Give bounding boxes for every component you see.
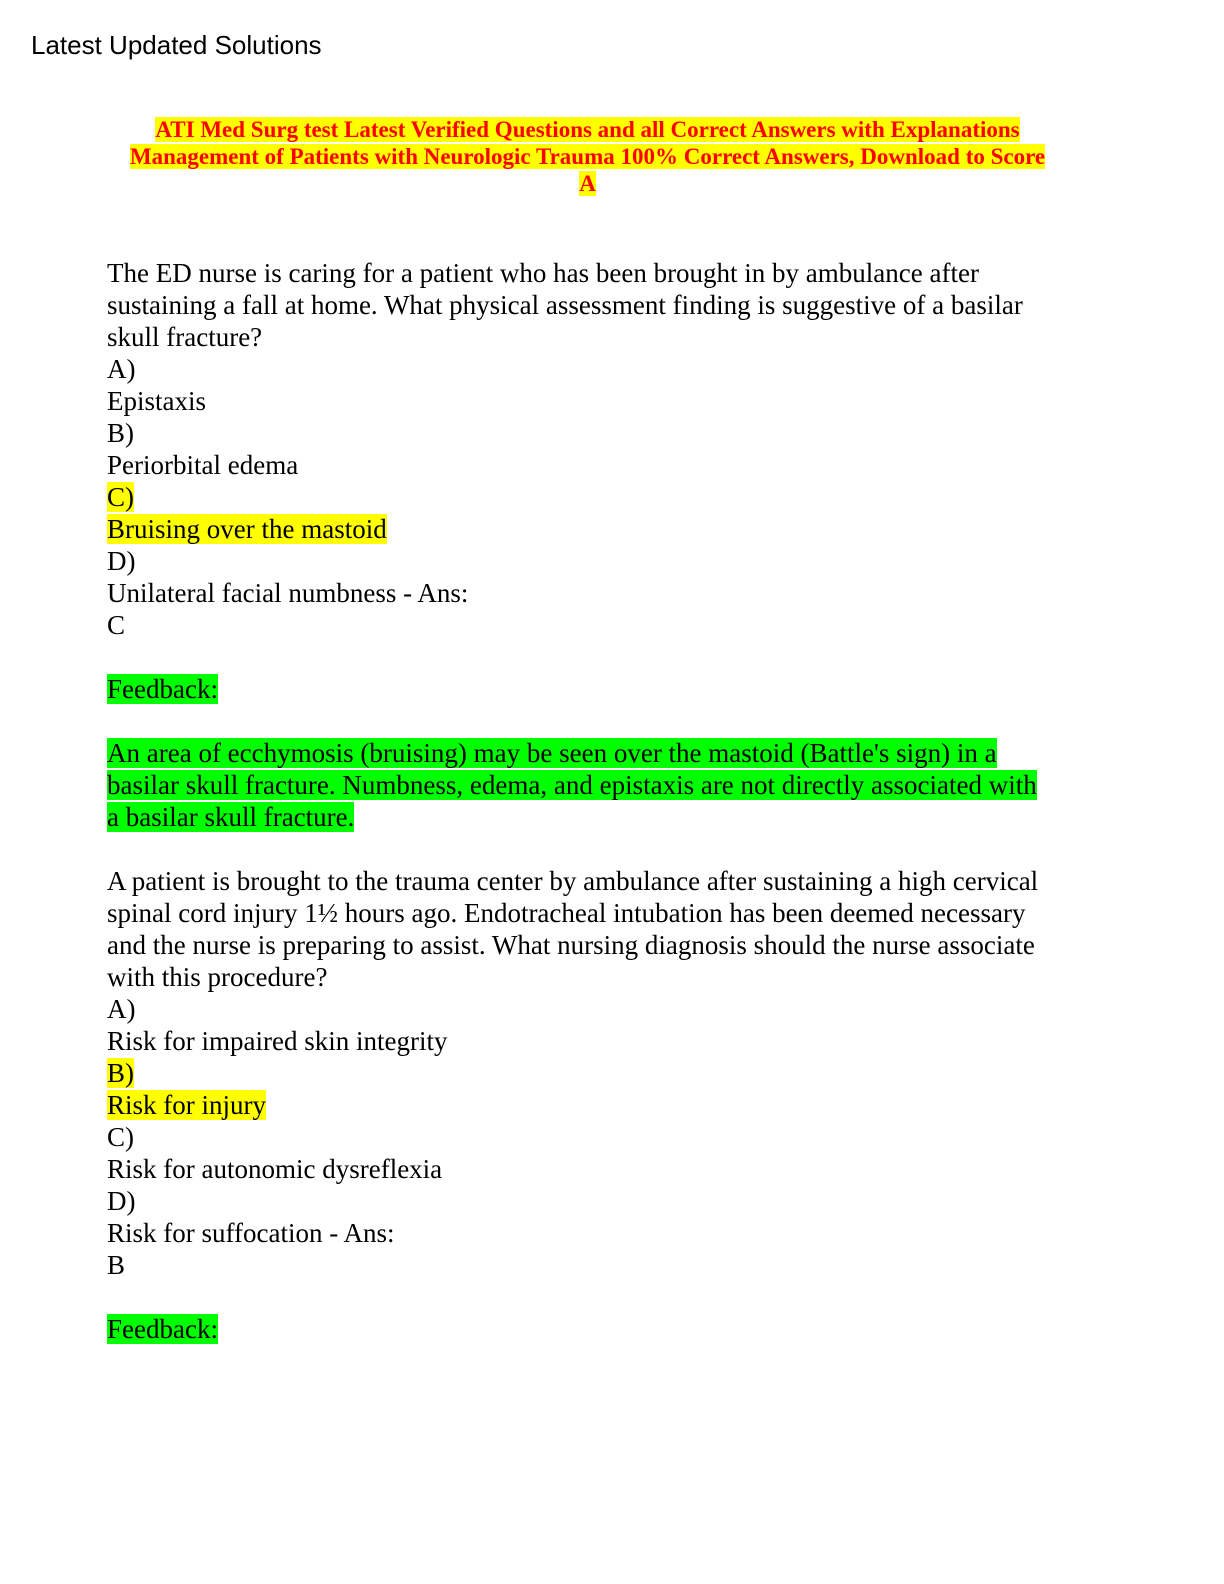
question-2: A patient is brought to the trauma cente… [107,865,1087,1345]
feedback-text-line: basilar skull fracture. Numbness, edema,… [107,770,1037,800]
title-line-2: Management of Patients with Neurologic T… [129,144,1046,169]
option-c-letter-correct: C) [107,482,134,512]
option-c-text: Risk for autonomic dysreflexia [107,1154,443,1184]
option-d-text: Unilateral facial numbness - Ans: [107,578,469,608]
option-a-letter: A) [107,994,136,1024]
question-2-stem-line: A patient is brought to the trauma cente… [107,866,1039,896]
feedback-label: Feedback: [107,1314,218,1344]
document-body: The ED nurse is caring for a patient who… [107,257,1087,1345]
option-a-text: Epistaxis [107,386,206,416]
option-d-letter: D) [107,546,136,576]
feedback-text-line: a basilar skull fracture. [107,802,355,832]
title-line-1: ATI Med Surg test Latest Verified Questi… [155,117,1020,142]
feedback-label: Feedback: [107,674,218,704]
question-2-stem-line: with this procedure? [107,962,328,992]
feedback-text-line: An area of ecchymosis (bruising) may be … [107,738,997,768]
answer-value: C [107,610,126,640]
page-header: Latest Updated Solutions [31,30,322,60]
option-b-text: Periorbital edema [107,450,299,480]
question-2-stem-line: spinal cord injury 1½ hours ago. Endotra… [107,898,1026,928]
question-1-stem-line: The ED nurse is caring for a patient who… [107,258,979,288]
answer-value: B [107,1250,126,1280]
option-c-text-correct: Bruising over the mastoid [107,514,387,544]
option-d-text: Risk for suffocation - Ans: [107,1218,395,1248]
question-1: The ED nurse is caring for a patient who… [107,257,1087,833]
question-1-stem-line: skull fracture? [107,322,263,352]
option-b-letter-correct: B) [107,1058,134,1088]
option-a-text: Risk for impaired skin integrity [107,1026,448,1056]
option-b-letter: B) [107,418,134,448]
question-1-stem-line: sustaining a fall at home. What physical… [107,290,1023,320]
option-b-text-correct: Risk for injury [107,1090,266,1120]
option-a-letter: A) [107,354,136,384]
document-title: ATI Med Surg test Latest Verified Questi… [100,116,1075,197]
option-d-letter: D) [107,1186,136,1216]
question-2-stem-line: and the nurse is preparing to assist. Wh… [107,930,1035,960]
title-line-3: A [579,171,596,196]
option-c-letter: C) [107,1122,134,1152]
